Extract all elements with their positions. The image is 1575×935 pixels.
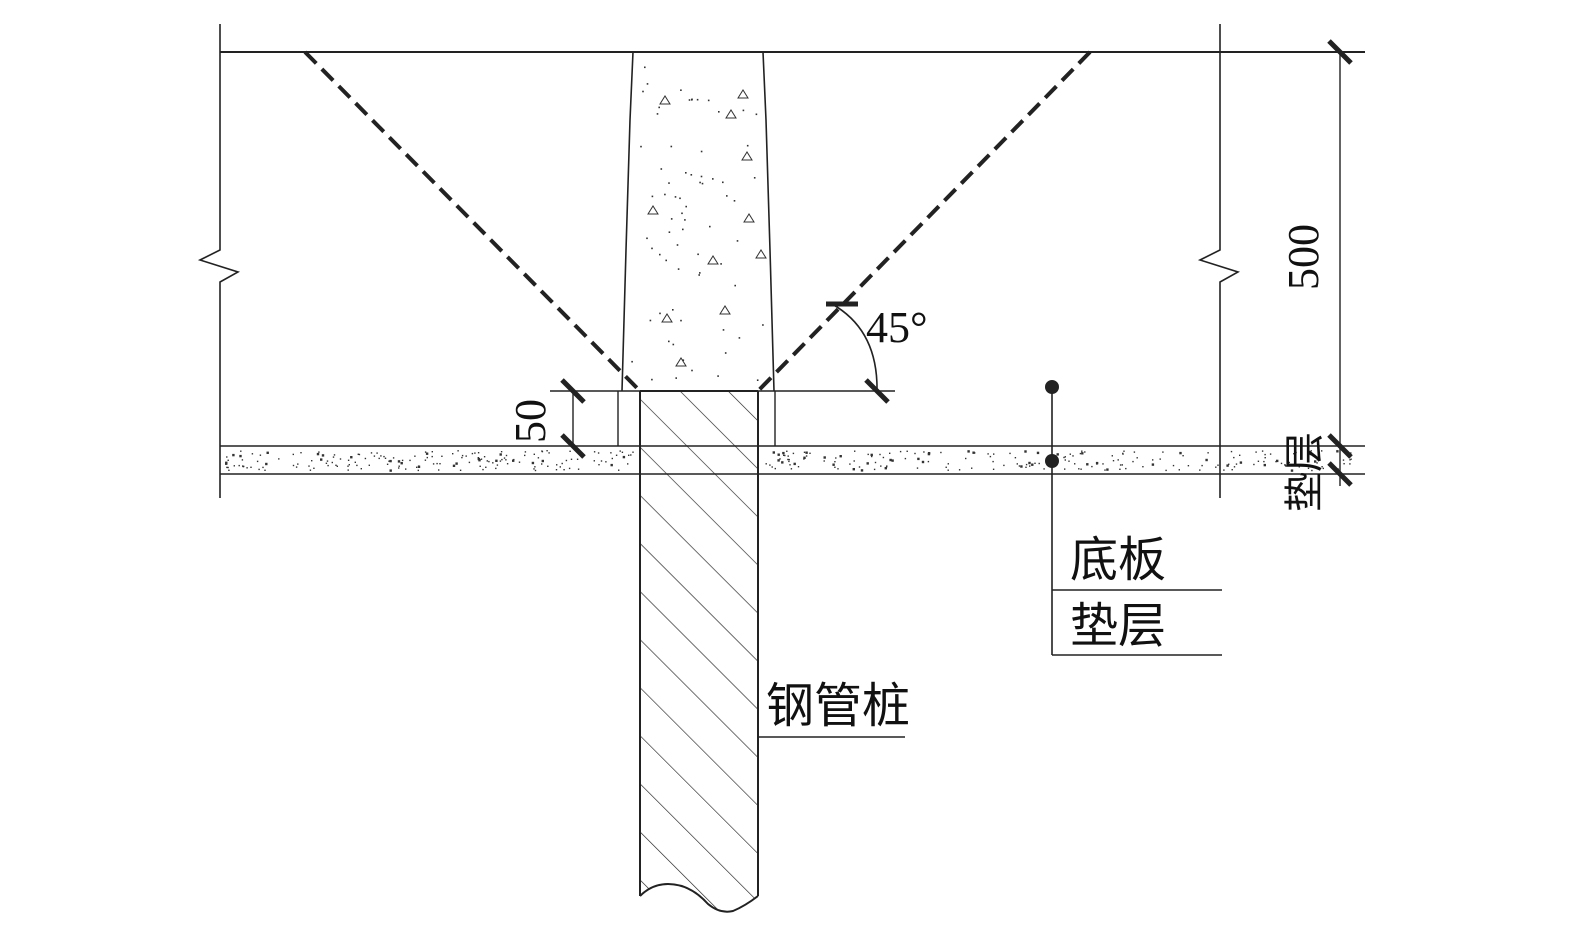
- dimension-50: 50: [506, 378, 640, 459]
- cushion-layer: [220, 445, 1365, 475]
- pile-leader: 钢管桩: [758, 678, 910, 738]
- slab-outline: [197, 24, 1365, 498]
- angle-annotation: 45°: [758, 301, 928, 404]
- concrete-speckles: [631, 66, 767, 381]
- pile-sleeve-lines: [617, 391, 776, 446]
- angle-label: 45°: [866, 303, 928, 352]
- dimension-500-label: 500: [1279, 224, 1328, 290]
- dimension-50-label: 50: [506, 399, 555, 443]
- layer-leader: 底板 垫层: [1045, 380, 1222, 656]
- concrete-column: [621, 51, 775, 392]
- label-pile: 钢管桩: [766, 678, 910, 734]
- cushion-speckles: [225, 450, 1352, 472]
- dimension-500: 500 垫层: [1279, 39, 1353, 512]
- label-cushion: 垫层: [1070, 598, 1166, 654]
- spread-lines-45: [303, 50, 1092, 393]
- dimension-cushion-label: 垫层: [1282, 432, 1328, 512]
- steel-pipe-pile: [639, 390, 759, 913]
- label-slab: 底板: [1070, 532, 1166, 588]
